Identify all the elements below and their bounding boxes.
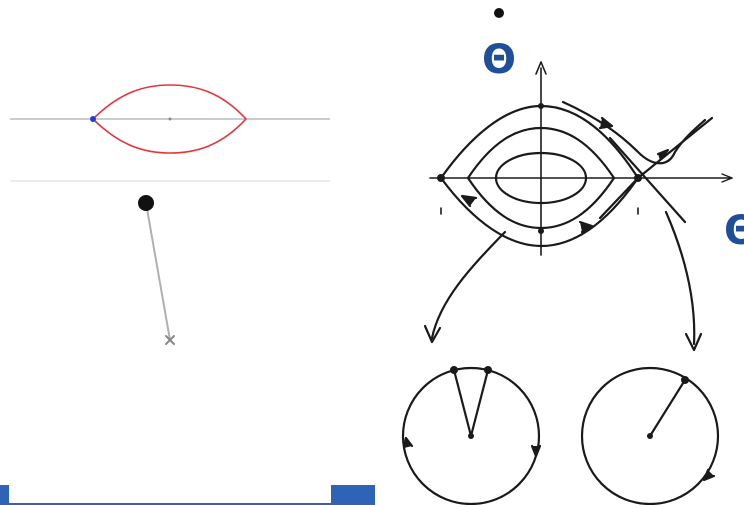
left-saddle-point <box>437 174 445 182</box>
orbit-node-bottom <box>538 228 544 234</box>
bottom-bar-left-cap <box>0 485 9 505</box>
orbit-node-top <box>538 103 544 109</box>
phase-plot-panel <box>10 85 330 153</box>
theta-label-top: Θ <box>482 37 516 83</box>
saddle-line-a <box>610 138 685 222</box>
orbit-arrow-lower <box>580 222 592 232</box>
theta-label-right: Θ <box>724 208 744 254</box>
small-dot <box>494 8 504 18</box>
pendulum-circle-right <box>582 368 718 504</box>
pendulum-panel <box>138 195 174 344</box>
pendulum-circle-left <box>403 366 540 504</box>
phase-state-dot[interactable] <box>90 116 96 122</box>
right-saddle-point <box>634 174 642 182</box>
outer-flow-upper <box>563 102 705 163</box>
pendulum-rod <box>146 203 170 340</box>
pointer-to-right-circle <box>666 212 694 344</box>
pointer-to-left-circle <box>432 232 505 338</box>
phase-origin-dot <box>169 118 172 121</box>
pendulum-bob-icon[interactable] <box>138 195 154 211</box>
outer-flow-arrow-upper <box>600 118 612 128</box>
bottom-bar-right-block <box>331 485 375 505</box>
sketch-phase-portrait <box>403 8 732 504</box>
